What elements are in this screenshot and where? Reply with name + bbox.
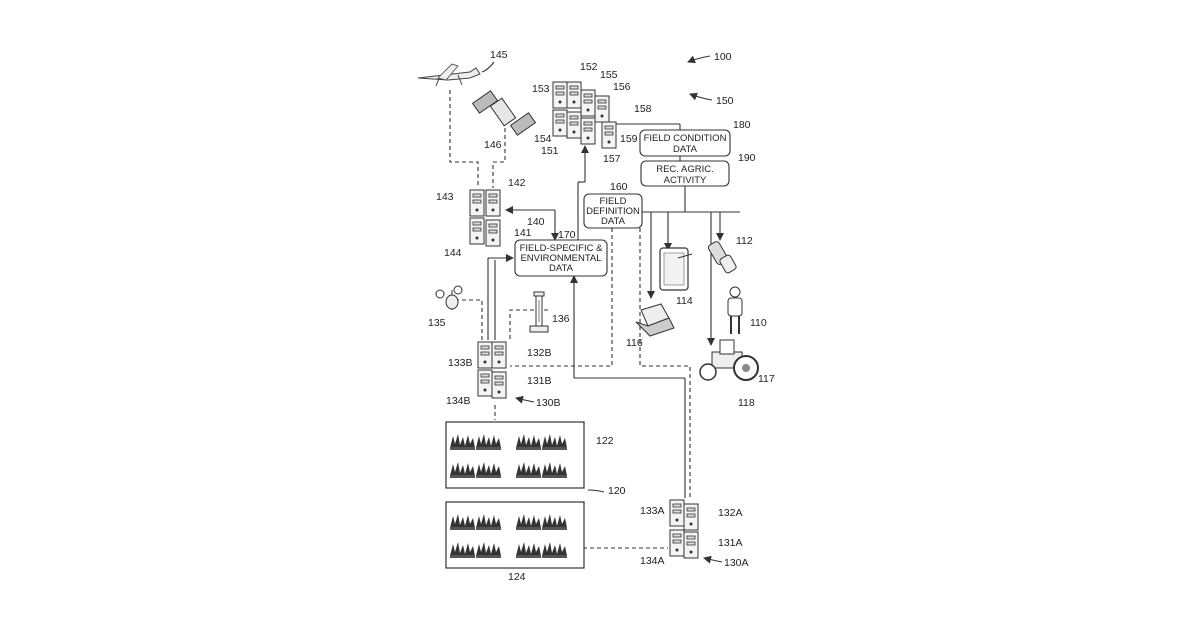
field-definition-data-box: FIELD DEFINITION DATA bbox=[584, 194, 642, 228]
svg-text:135: 135 bbox=[428, 317, 446, 329]
svg-text:132B: 132B bbox=[527, 347, 552, 359]
satellite-icon bbox=[473, 91, 536, 135]
svg-text:ACTIVITY: ACTIVITY bbox=[664, 175, 707, 186]
hub-server-140 bbox=[470, 190, 500, 246]
svg-text:157: 157 bbox=[603, 153, 621, 165]
svg-text:131B: 131B bbox=[527, 375, 552, 387]
svg-text:132A: 132A bbox=[718, 507, 743, 519]
svg-text:156: 156 bbox=[613, 81, 631, 93]
svg-text:120: 120 bbox=[608, 485, 626, 497]
node-130A bbox=[670, 500, 698, 558]
svg-text:131A: 131A bbox=[718, 537, 743, 549]
svg-text:153: 153 bbox=[532, 83, 550, 95]
svg-text:155: 155 bbox=[600, 69, 618, 81]
svg-text:190: 190 bbox=[738, 152, 756, 164]
field-condition-data-box: FIELD CONDITION DATA bbox=[640, 130, 730, 156]
svg-text:FIELD CONDITION: FIELD CONDITION bbox=[644, 133, 727, 144]
svg-text:158: 158 bbox=[634, 103, 652, 115]
svg-text:133A: 133A bbox=[640, 505, 665, 517]
svg-text:145: 145 bbox=[490, 49, 508, 61]
rec-agric-activity-box: REC. AGRIC. ACTIVITY bbox=[641, 161, 729, 186]
tablet-icon bbox=[660, 248, 692, 290]
svg-text:DATA: DATA bbox=[601, 216, 626, 227]
drone-icon bbox=[418, 64, 480, 86]
svg-text:160: 160 bbox=[610, 181, 628, 193]
field-top bbox=[446, 422, 584, 488]
svg-text:110: 110 bbox=[750, 317, 767, 329]
svg-text:154: 154 bbox=[534, 133, 552, 145]
tractor-icon bbox=[700, 340, 758, 380]
svg-text:REC. AGRIC.: REC. AGRIC. bbox=[656, 164, 714, 175]
svg-text:114: 114 bbox=[676, 295, 693, 307]
svg-text:117: 117 bbox=[758, 373, 775, 385]
svg-text:116: 116 bbox=[626, 337, 643, 349]
svg-text:146: 146 bbox=[484, 139, 502, 151]
laptop-icon bbox=[636, 304, 674, 336]
person-icon bbox=[728, 287, 742, 334]
svg-text:DATA: DATA bbox=[673, 144, 698, 155]
svg-text:122: 122 bbox=[596, 435, 614, 447]
svg-text:136: 136 bbox=[552, 313, 570, 325]
svg-text:180: 180 bbox=[733, 119, 751, 131]
rain-gauge-icon bbox=[530, 292, 548, 332]
svg-text:130B: 130B bbox=[536, 397, 561, 409]
svg-text:130A: 130A bbox=[724, 557, 749, 569]
svg-text:112: 112 bbox=[736, 235, 753, 247]
svg-text:134B: 134B bbox=[446, 395, 471, 407]
anemometer-icon bbox=[436, 286, 462, 310]
svg-text:159: 159 bbox=[620, 133, 638, 145]
server-cluster-150 bbox=[553, 82, 616, 148]
svg-text:141: 141 bbox=[514, 227, 532, 239]
svg-text:118: 118 bbox=[738, 397, 755, 409]
svg-text:133B: 133B bbox=[448, 357, 473, 369]
field-bottom bbox=[446, 502, 584, 568]
svg-text:142: 142 bbox=[508, 177, 526, 189]
svg-text:124: 124 bbox=[508, 571, 526, 583]
svg-text:DATA: DATA bbox=[549, 263, 574, 274]
figure-ref-label: 100 bbox=[714, 51, 732, 63]
node-130B bbox=[478, 342, 506, 398]
svg-text:170: 170 bbox=[558, 229, 576, 241]
svg-text:144: 144 bbox=[444, 247, 462, 259]
phone-icon bbox=[707, 240, 737, 273]
svg-text:134A: 134A bbox=[640, 555, 665, 567]
svg-text:143: 143 bbox=[436, 191, 454, 203]
system-ref-label: 150 bbox=[716, 95, 734, 107]
field-specific-environmental-data-box: FIELD-SPECIFIC & ENVIRONMENTAL DATA bbox=[515, 240, 607, 276]
svg-text:151: 151 bbox=[541, 145, 559, 157]
svg-text:152: 152 bbox=[580, 61, 598, 73]
